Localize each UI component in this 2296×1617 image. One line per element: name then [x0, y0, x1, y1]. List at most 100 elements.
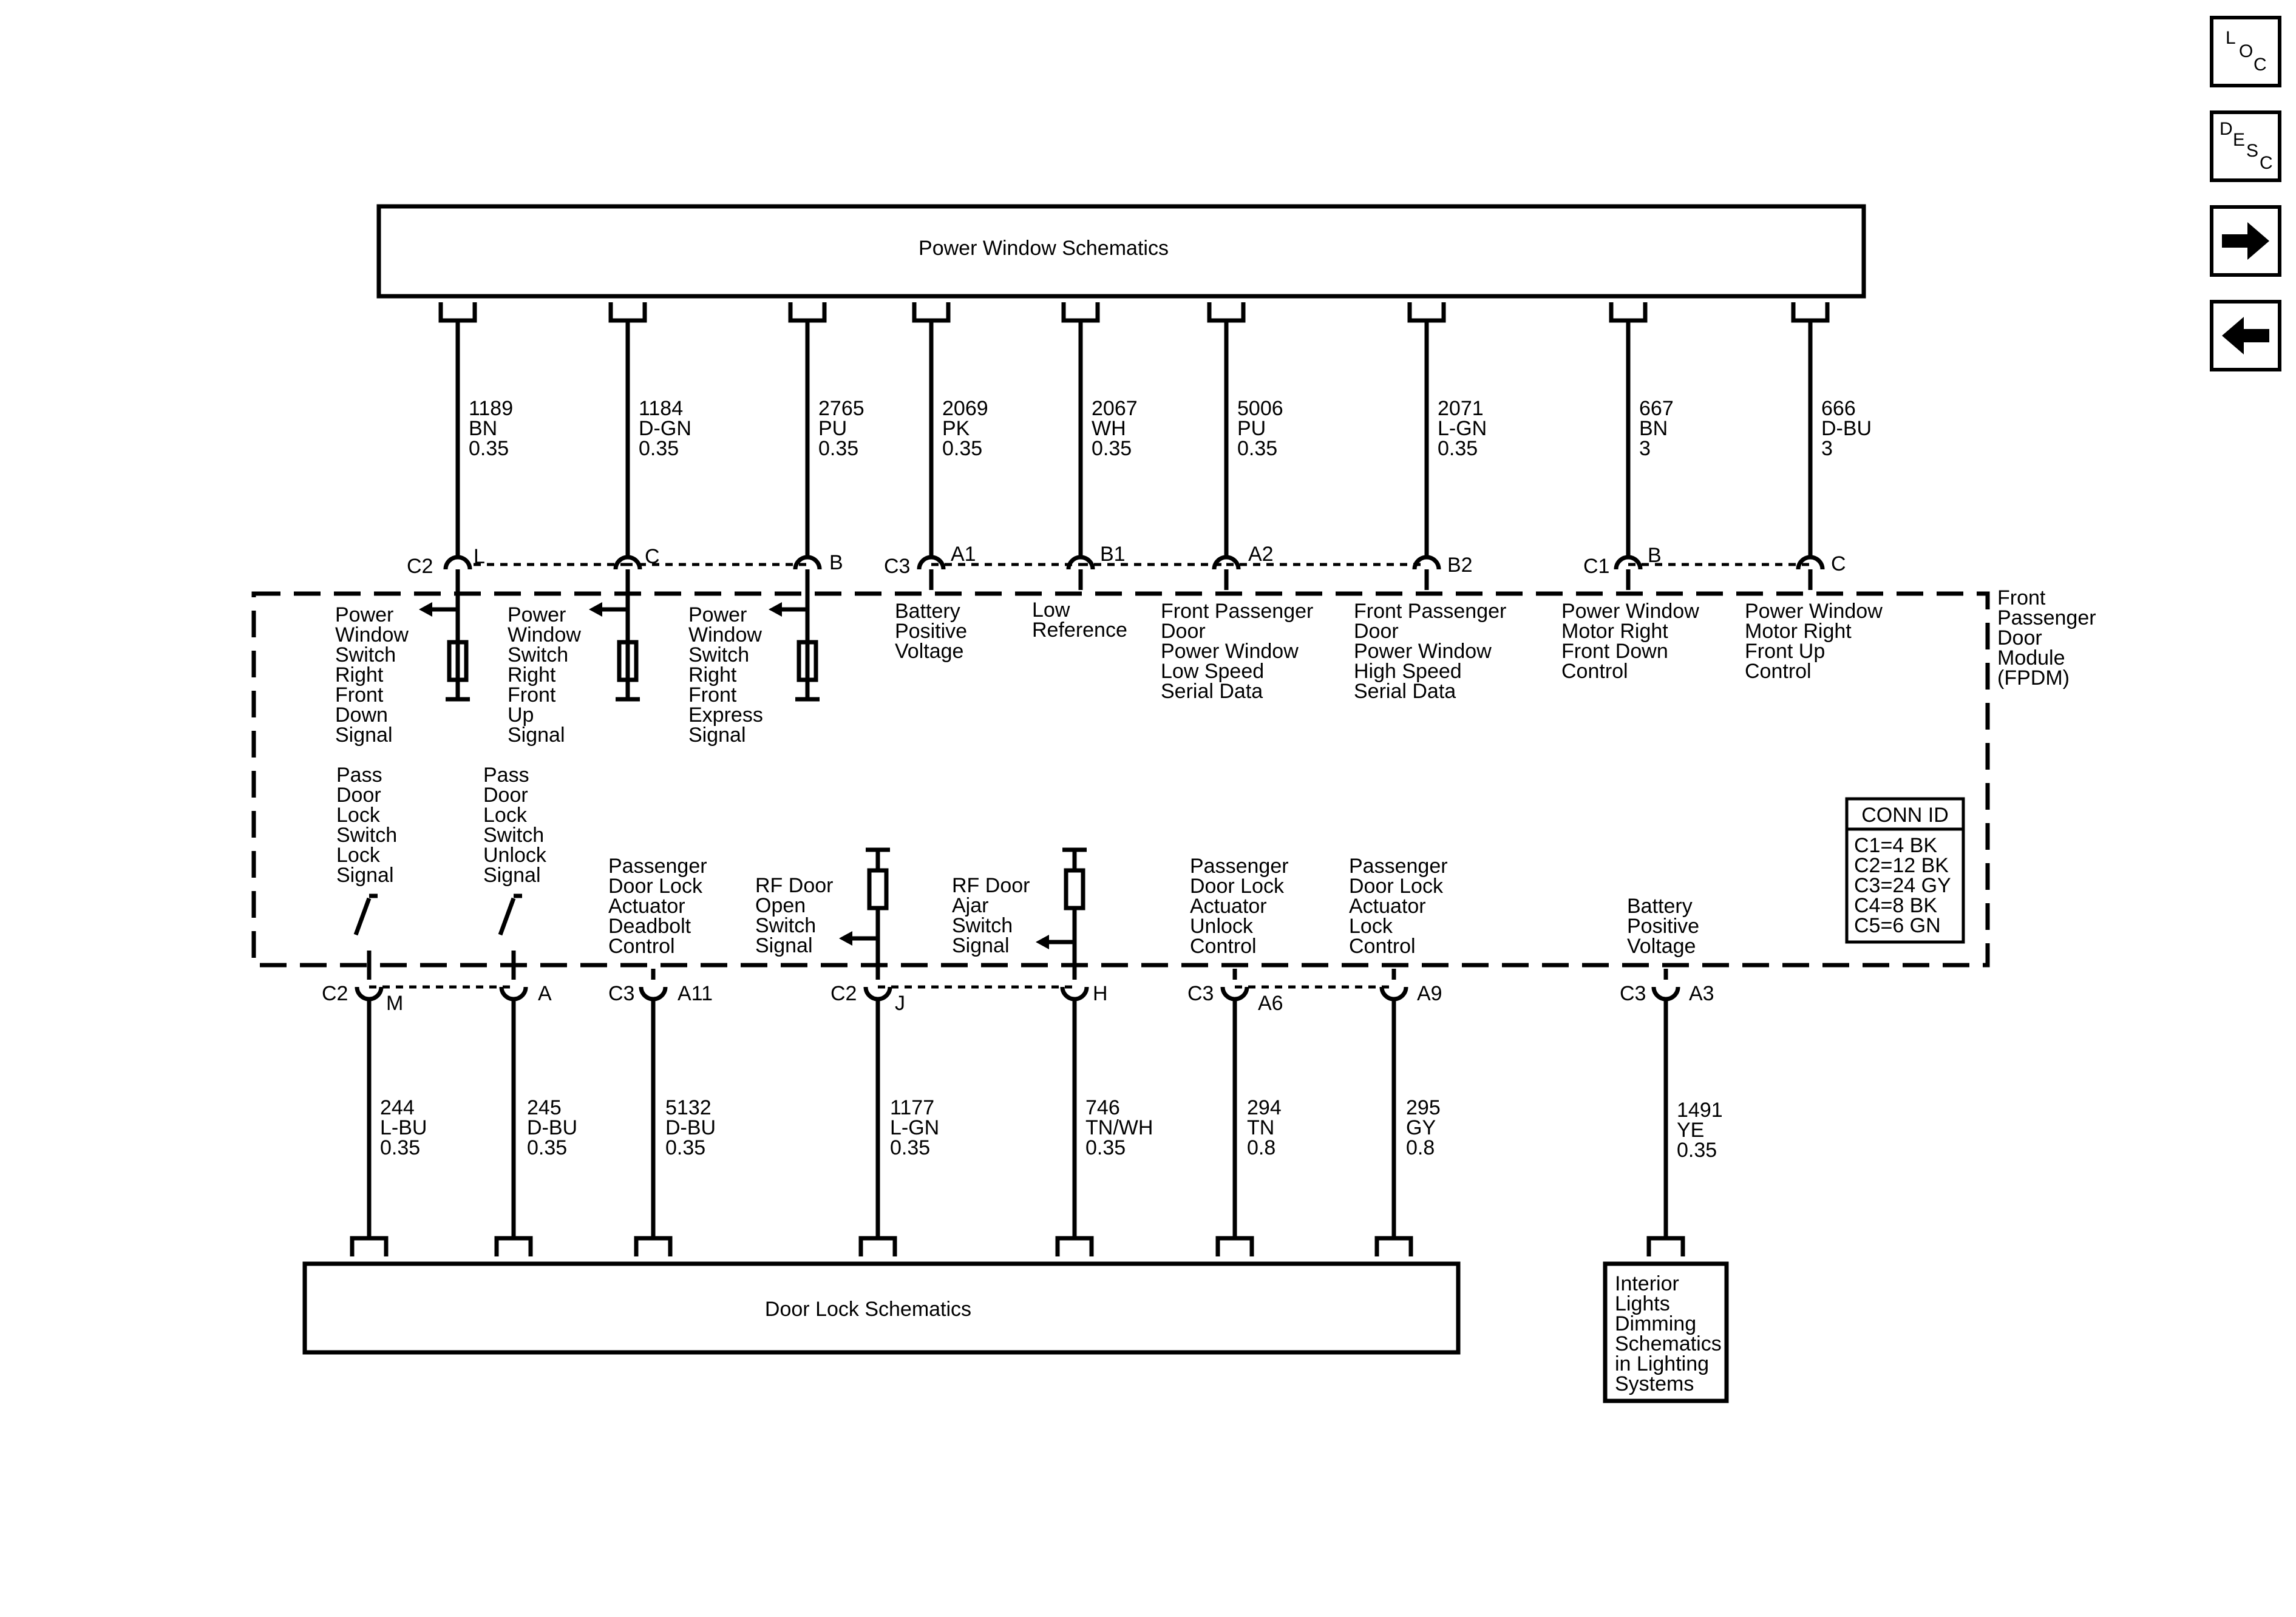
- svg-text:Right: Right: [688, 663, 737, 686]
- svg-text:B: B: [829, 551, 843, 574]
- svg-text:Battery: Battery: [1627, 895, 1693, 918]
- svg-text:L-BU: L-BU: [380, 1116, 427, 1139]
- svg-text:Door: Door: [1354, 620, 1399, 643]
- svg-text:Door: Door: [1161, 620, 1206, 643]
- svg-text:245: 245: [527, 1096, 562, 1119]
- interior-lights-box[interactable]: [1603, 1261, 1729, 1403]
- svg-text:B: B: [1648, 544, 1662, 567]
- circuit-245[interactable]: Pass Door Lock Switch Unlock Signal A 24…: [483, 764, 577, 1256]
- svg-text:5006: 5006: [1237, 397, 1283, 420]
- svg-text:0.8: 0.8: [1247, 1136, 1275, 1159]
- svg-text:Unlock: Unlock: [1190, 915, 1254, 938]
- svg-text:Schematics: Schematics: [1615, 1332, 1722, 1355]
- svg-text:1189: 1189: [469, 397, 513, 420]
- circuit-5006[interactable]: 5006 PU 0.35 A2 Front Passenger Door Pow…: [1161, 302, 1313, 703]
- svg-text:Actuator: Actuator: [1349, 895, 1426, 918]
- svg-text:C4=8 BK: C4=8 BK: [1854, 894, 1937, 917]
- circuit-746[interactable]: RF Door Ajar Switch Signal H 746 TN/WH 0…: [952, 847, 1153, 1256]
- loc-icon: L O C: [2226, 28, 2267, 75]
- svg-text:Passenger: Passenger: [608, 855, 707, 878]
- svg-text:H: H: [1093, 982, 1108, 1005]
- desc-button[interactable]: D E S C: [2210, 110, 2281, 182]
- power-window-schematics-box[interactable]: [376, 204, 1866, 299]
- svg-text:0.35: 0.35: [818, 437, 858, 460]
- svg-text:Power Window: Power Window: [1161, 640, 1299, 663]
- circuit-1184[interactable]: 1184 D-GN 0.35 C Power Window Switch Rig…: [508, 302, 691, 747]
- svg-text:Ajar: Ajar: [952, 894, 988, 917]
- svg-text:Interior: Interior: [1615, 1272, 1679, 1295]
- circuit-1491[interactable]: Battery Positive Voltage C3 A3 1491 YE 0…: [1620, 895, 1723, 1256]
- svg-text:Actuator: Actuator: [608, 895, 685, 918]
- next-button[interactable]: [2210, 205, 2281, 277]
- circuit-1177[interactable]: RF Door Open Switch Signal C2 J 1177 L-G…: [755, 847, 939, 1256]
- module-name: Front Passenger Door Module (FPDM): [1997, 586, 2096, 690]
- svg-text:in Lighting: in Lighting: [1615, 1352, 1709, 1375]
- svg-text:A2: A2: [1248, 543, 1274, 566]
- circuit-295[interactable]: Passenger Door Lock Actuator Lock Contro…: [1349, 855, 1448, 1256]
- svg-text:0.35: 0.35: [1237, 437, 1277, 460]
- svg-text:Front: Front: [335, 683, 384, 707]
- desc-icon: D E S C: [2220, 119, 2273, 173]
- circuit-1189[interactable]: 1189 BN 0.35 C2 L Power Window Switch Ri…: [335, 302, 513, 747]
- svg-text:1491: 1491: [1677, 1099, 1723, 1122]
- interior-lights-label: Interior Lights Dimming Schematics in Li…: [1615, 1272, 1722, 1395]
- svg-text:(FPDM): (FPDM): [1997, 666, 2070, 690]
- svg-text:CONN ID: CONN ID: [1861, 804, 1949, 827]
- svg-text:B2: B2: [1447, 554, 1473, 577]
- svg-text:666: 666: [1821, 397, 1856, 420]
- svg-text:D-GN: D-GN: [639, 417, 691, 440]
- svg-text:Pass: Pass: [336, 764, 382, 787]
- svg-text:Signal: Signal: [483, 864, 541, 887]
- svg-text:Lock: Lock: [336, 804, 381, 827]
- circuit-244[interactable]: Pass Door Lock Switch Lock Signal C2 M 2…: [322, 764, 427, 1256]
- svg-text:Front Passenger: Front Passenger: [1354, 600, 1506, 623]
- svg-text:Lights: Lights: [1615, 1292, 1670, 1315]
- circuit-2069[interactable]: 2069 PK 0.35 C3 A1 Battery Positive Volt…: [884, 302, 988, 663]
- svg-text:Power Window: Power Window: [1561, 600, 1699, 623]
- circuit-2071[interactable]: 2071 L-GN 0.35 B2 Front Passenger Door P…: [1354, 302, 1506, 703]
- svg-text:Serial Data: Serial Data: [1161, 680, 1263, 703]
- svg-text:C1: C1: [1583, 555, 1609, 578]
- svg-text:TN/WH: TN/WH: [1085, 1116, 1153, 1139]
- circuit-2765[interactable]: 2765 PU 0.35 B Power Window Switch Right…: [688, 302, 864, 747]
- svg-text:A9: A9: [1417, 982, 1442, 1005]
- svg-text:Window: Window: [688, 623, 762, 646]
- svg-text:244: 244: [380, 1096, 415, 1119]
- svg-text:A1: A1: [951, 543, 976, 566]
- svg-text:0.35: 0.35: [1677, 1139, 1717, 1162]
- svg-text:0.35: 0.35: [469, 437, 509, 460]
- svg-text:Voltage: Voltage: [895, 640, 963, 663]
- loc-button[interactable]: L O C: [2210, 16, 2281, 87]
- door-lock-schematics-box[interactable]: [302, 1261, 1461, 1355]
- svg-text:Open: Open: [755, 894, 806, 917]
- back-button[interactable]: [2210, 300, 2281, 371]
- svg-text:Window: Window: [508, 623, 581, 646]
- svg-text:C2: C2: [830, 982, 857, 1005]
- circuit-2067[interactable]: 2067 WH 0.35 B1 Low Reference: [1032, 302, 1138, 642]
- svg-text:Signal: Signal: [952, 934, 1010, 957]
- svg-text:Express: Express: [688, 703, 763, 727]
- svg-text:D-BU: D-BU: [527, 1116, 577, 1139]
- svg-text:Down: Down: [335, 703, 388, 727]
- svg-text:0.35: 0.35: [942, 437, 982, 460]
- circuit-666[interactable]: 666 D-BU 3 C Power Window Motor Right Fr…: [1745, 302, 1883, 683]
- svg-text:RF Door: RF Door: [952, 874, 1030, 897]
- svg-text:667: 667: [1639, 397, 1674, 420]
- svg-text:Positive: Positive: [1627, 915, 1699, 938]
- svg-text:Passenger: Passenger: [1190, 855, 1289, 878]
- svg-text:Control: Control: [1561, 660, 1628, 683]
- svg-text:PK: PK: [942, 417, 970, 440]
- svg-text:C: C: [2260, 153, 2273, 173]
- svg-text:Signal: Signal: [755, 934, 813, 957]
- svg-text:5132: 5132: [665, 1096, 712, 1119]
- svg-text:Door: Door: [336, 784, 381, 807]
- svg-text:Switch: Switch: [335, 643, 396, 666]
- svg-text:294: 294: [1247, 1096, 1282, 1119]
- circuit-294[interactable]: Passenger Door Lock Actuator Unlock Cont…: [1187, 855, 1289, 1256]
- circuit-667[interactable]: 667 BN 3 C1 B Power Window Motor Right F…: [1561, 302, 1699, 683]
- arrow-left-icon: [2222, 317, 2269, 354]
- circuit-5132[interactable]: Passenger Door Lock Actuator Deadbolt Co…: [608, 855, 716, 1256]
- svg-text:GY: GY: [1406, 1116, 1436, 1139]
- svg-text:Dimming: Dimming: [1615, 1312, 1696, 1335]
- svg-text:Motor Right: Motor Right: [1745, 620, 1852, 643]
